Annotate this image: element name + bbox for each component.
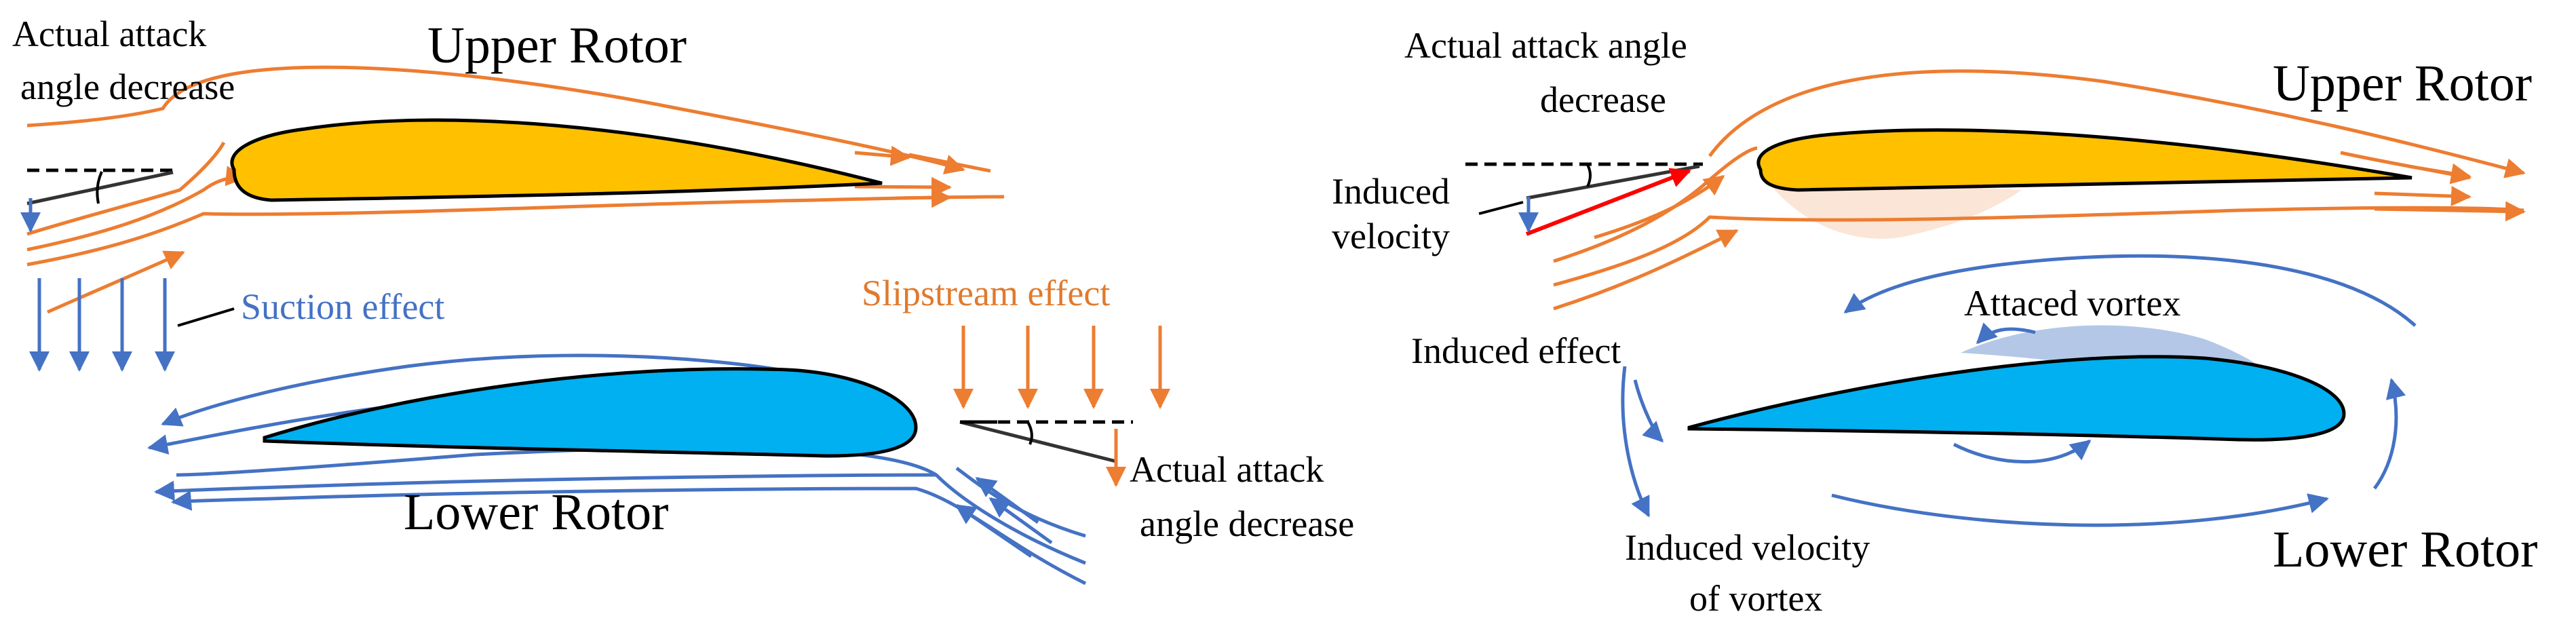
induced-effect-arrow xyxy=(1633,379,1664,443)
upper-streamline xyxy=(1553,206,2524,287)
upper-rotor-title-right: Upper Rotor xyxy=(2273,55,2532,112)
attached-vortex-label: Attaced vortex xyxy=(1964,283,2180,324)
relative-flow-line xyxy=(959,420,1117,463)
suction-effect-label: Suction effect xyxy=(241,286,444,327)
upper-streamline xyxy=(2408,163,2472,184)
induced-effect-arrow-2 xyxy=(1621,366,1651,518)
attack-angle-indicator-top xyxy=(20,168,174,233)
angle-arc xyxy=(1586,164,1592,187)
lower-streamline xyxy=(154,473,937,501)
attack-angle-top-line2: angle decrease xyxy=(20,66,235,107)
induced-velocity-line2: velocity xyxy=(1332,216,1450,256)
attack-angle-top-line1: Actual attack xyxy=(12,14,206,54)
vortex-velocity-line2: of vortex xyxy=(1689,578,1822,619)
lower-rotor-title-left: Lower Rotor xyxy=(404,484,668,541)
leader-line xyxy=(1478,201,1524,215)
relative-flow-line xyxy=(26,170,174,206)
upper-streamline xyxy=(1594,174,1725,239)
vortex-circulation-arrows xyxy=(1621,254,2417,527)
upper-pressure-shade xyxy=(1764,176,2022,239)
induced-velocity-red-arrow xyxy=(1525,168,1691,236)
bottom-circulation-arc xyxy=(1831,493,2329,527)
underside-vortex-arrow xyxy=(1953,440,2092,464)
upper-streamline xyxy=(895,187,952,208)
attack-angle-right-line2: decrease xyxy=(1540,79,1666,120)
vortex-velocity-line1: Induced velocity xyxy=(1625,527,1870,568)
upper-streamline xyxy=(2374,201,2526,222)
induced-velocity-line1: Induced xyxy=(1332,171,1450,212)
upper-rotor-title-left: Upper Rotor xyxy=(427,17,687,74)
slipstream-arrows xyxy=(953,326,1170,409)
attack-angle-bottom-line2: angle decrease xyxy=(1140,503,1354,544)
right-panel: Actual attack angle decrease Upper Rotor xyxy=(1332,25,2537,619)
suction-leader-line xyxy=(177,307,235,327)
induced-effect-label: Induced effect xyxy=(1411,330,1621,371)
attack-angle-indicator-bottom xyxy=(959,420,1133,487)
lower-airfoil-icon xyxy=(1687,355,2346,442)
upper-streamline xyxy=(854,145,911,166)
upper-airfoil-icon xyxy=(230,118,883,202)
attack-angle-bottom-line1: Actual attack xyxy=(1130,449,1324,490)
upper-streamline xyxy=(26,65,965,175)
upper-streamline xyxy=(908,153,991,173)
right-rising-arrow xyxy=(2372,378,2406,490)
lower-streamline xyxy=(955,467,1086,538)
attack-angle-right-line1: Actual attack angle xyxy=(1404,25,1687,66)
upper-streamline xyxy=(1553,229,1739,311)
circulation-arc-top xyxy=(1843,254,2417,327)
attached-vortex-arrow xyxy=(1976,322,2036,345)
upper-streamline xyxy=(46,250,185,314)
angle-arc xyxy=(96,171,103,204)
upper-streamline xyxy=(26,166,246,252)
suction-arrows xyxy=(29,278,175,372)
lower-streamline xyxy=(975,476,1039,524)
lower-airfoil-icon xyxy=(263,367,918,458)
upper-streamline xyxy=(26,141,226,236)
relative-flow-line xyxy=(1526,164,1700,200)
upper-airfoil-icon xyxy=(1756,128,2412,192)
angle-arc xyxy=(1026,421,1033,445)
left-panel: Actual attack angle decrease Upper Rotor… xyxy=(12,14,1354,586)
lower-rotor-title-right: Lower Rotor xyxy=(2273,521,2537,578)
lower-streamline xyxy=(955,503,1033,558)
upper-streamlines-right xyxy=(1553,69,2526,311)
upper-streamline xyxy=(1553,146,1758,263)
induced-velocity-indicator xyxy=(1465,162,1703,236)
lower-streamline xyxy=(988,497,1053,545)
upper-streamline xyxy=(2374,186,2472,207)
upper-streamline xyxy=(1708,69,2526,178)
upper-streamlines xyxy=(26,65,1005,314)
slipstream-effect-label: Slipstream effect xyxy=(862,273,1110,313)
